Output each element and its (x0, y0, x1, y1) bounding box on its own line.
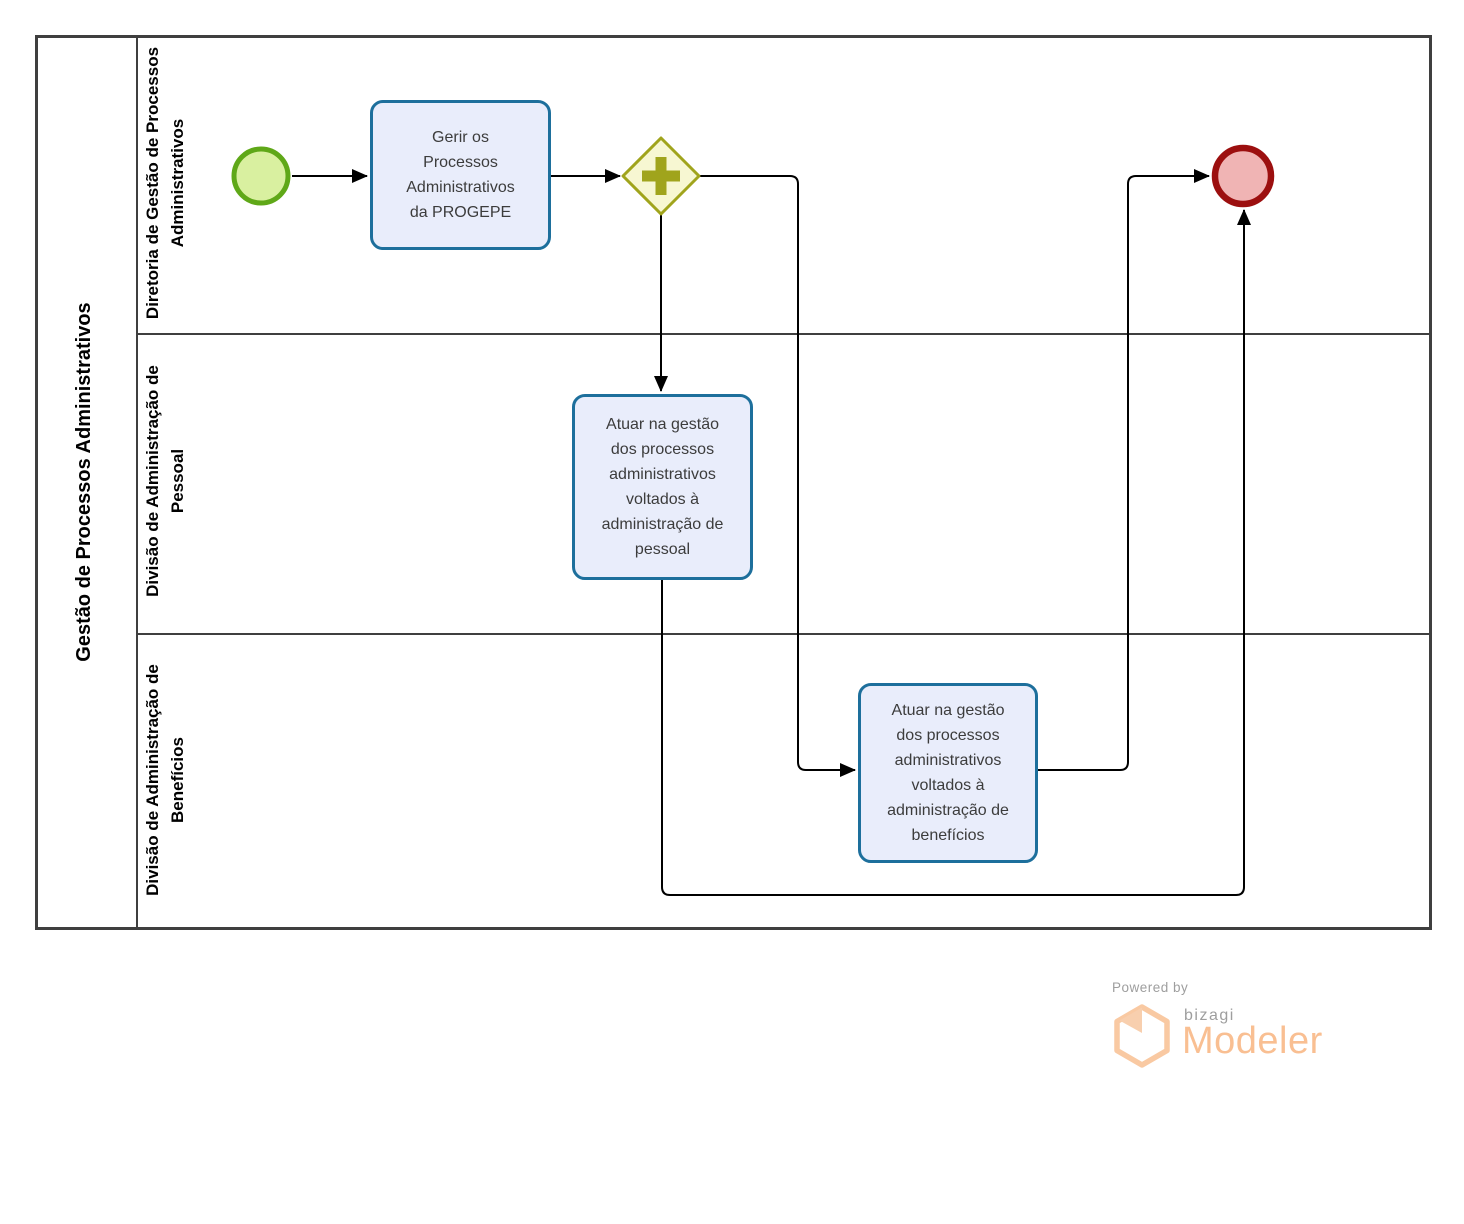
powered-by-text: Powered by (1112, 980, 1189, 995)
bizagi-logo-icon (1114, 1004, 1170, 1068)
modeler-wordmark: Modeler (1182, 1020, 1323, 1062)
task-gestao-beneficios: Atuar na gestão dos processos administra… (858, 683, 1038, 863)
flow-task-beneficios-to-end (1038, 169, 1210, 771)
bizagi-wordmark: bizagi (1184, 1007, 1235, 1024)
lane-divider-2 (136, 633, 1429, 635)
pool-gestao-processos (35, 35, 1432, 930)
end-event (1211, 144, 1275, 208)
task-gestao-pessoal-label: Atuar na gestão dos processos administra… (601, 416, 724, 558)
flow-gateway-to-task-beneficios (699, 175, 856, 777)
task-gerir-processos-label: Gerir os Processos Administrativos da PR… (406, 129, 515, 221)
task-gerir-processos: Gerir os Processos Administrativos da PR… (370, 100, 551, 250)
task-gestao-pessoal: Atuar na gestão dos processos administra… (572, 394, 753, 580)
pool-header-divider (136, 38, 138, 927)
flow-task-pessoal-to-end (661, 209, 1251, 896)
gateway-plus-icon (642, 157, 680, 195)
task-gestao-beneficios-label: Atuar na gestão dos processos administra… (887, 702, 1009, 844)
start-event (231, 146, 291, 206)
lane-divider-1 (136, 333, 1429, 335)
